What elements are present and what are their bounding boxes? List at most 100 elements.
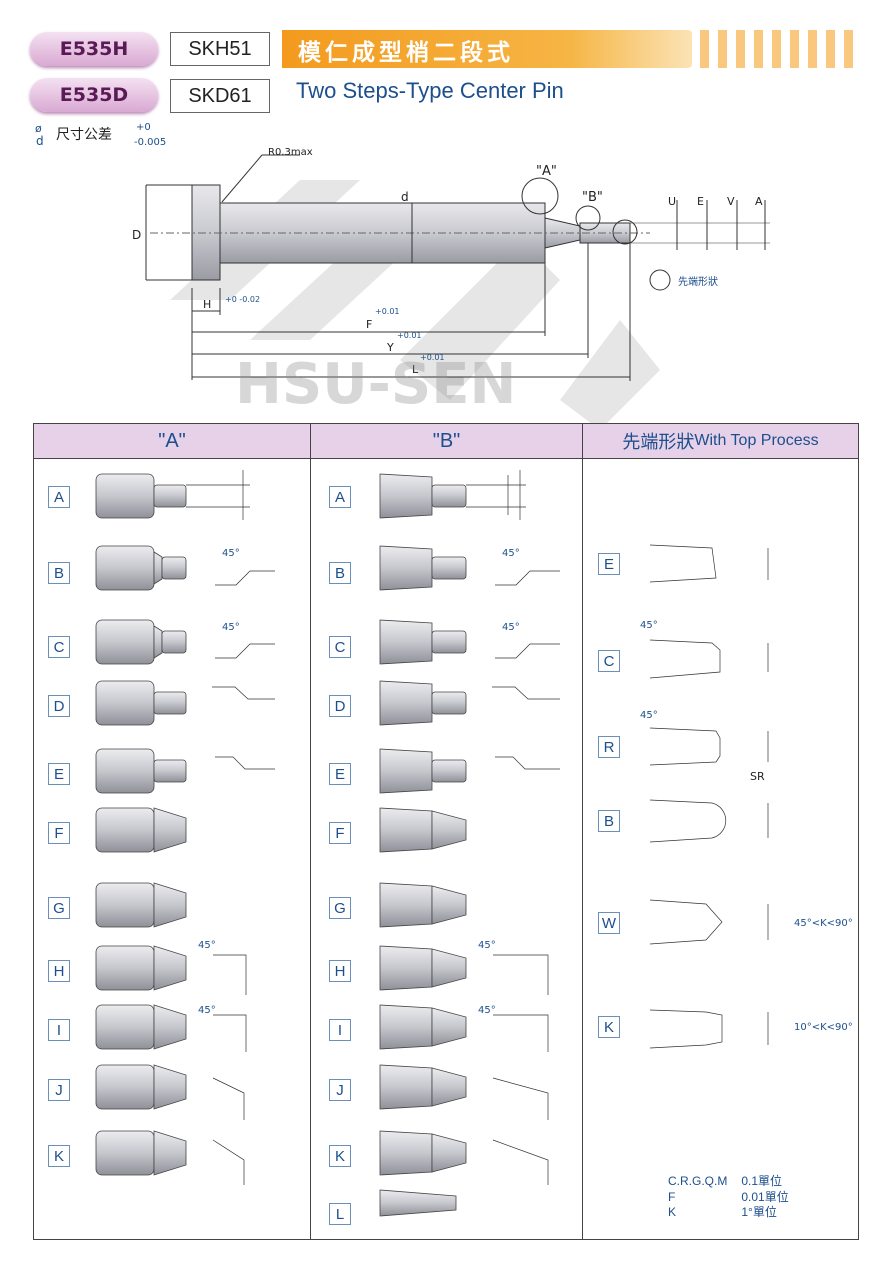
dim-l-tol: +0.01 [420,353,445,362]
row-b-j: J [329,1079,351,1101]
dim-a: A [755,195,763,208]
row-b-g: G [329,897,351,919]
watermark: HSU-SEN [235,352,517,417]
stripe [844,30,853,68]
divider [582,424,583,1239]
row-a-e: E [48,763,70,785]
dim-f: F [366,318,373,331]
dim-e: E [697,195,704,208]
row-a-d: D [48,695,70,717]
row-b-a: A [329,486,351,508]
title-banner [282,30,692,68]
detail-a-label: "A" [536,164,557,179]
tolerance-lower: -0.005 [134,137,167,148]
stripe [736,30,745,68]
dim-h: H [203,298,212,311]
note-row-1: C.R.G.Q.M 0.1單位 [668,1172,782,1189]
title-zh: 模仁成型梢二段式 [298,40,514,66]
angle-a-b: 45° [222,548,240,559]
note-key: K [668,1205,677,1219]
stripe [772,30,781,68]
row-a-h: H [48,960,70,982]
row-a-j: J [48,1079,70,1101]
row-a-i: I [48,1019,70,1041]
dim-f-tol: +0.01 [375,307,400,316]
diameter-symbol: ø [35,122,42,135]
angle-b-c: 45° [502,622,520,633]
code-e535d: E535D [30,78,158,112]
note-row-3: K 1°單位 [668,1203,777,1220]
note-value: 1°單位 [741,1205,777,1219]
row-c-c: C [598,650,620,672]
header-b: "B" [311,424,582,459]
dim-d-minor: d [401,190,409,204]
row-a-g: G [48,897,70,919]
sr-label: SR [750,770,765,783]
row-a-f: F [48,822,70,844]
note-key: C.R.G.Q.M [668,1174,728,1188]
row-a-b: B [48,562,70,584]
note-key: F [668,1190,676,1204]
stripe [754,30,763,68]
row-a-a: A [48,486,70,508]
row-b-c: C [329,636,351,658]
row-c-k: K [598,1016,620,1038]
code-e535h: E535H [30,32,158,66]
k-range: 10°<K<90° [794,1022,853,1033]
row-b-h: H [329,960,351,982]
row-b-k: K [329,1145,351,1167]
angle-a-c: 45° [222,622,240,633]
material-skh51: SKH51 [170,32,270,66]
divider [310,424,311,1239]
w-range: 45°<K<90° [794,918,853,929]
angle-b-i: 45° [478,1005,496,1016]
row-b-f: F [329,822,351,844]
tolerance-label: 尺寸公差 [56,127,112,143]
note-value: 0.01單位 [741,1190,789,1204]
note-value: 0.1單位 [741,1174,783,1188]
main-drawing [145,154,770,425]
row-c-w: W [598,912,620,934]
row-b-b: B [329,562,351,584]
tip-shape-label: 先端形狀 [678,277,718,288]
dim-v: V [727,195,735,208]
dim-y-tol: +0.01 [397,331,422,340]
tolerance-upper: +0 [136,122,151,133]
stripe [826,30,835,68]
row-c-r: R [598,736,620,758]
stripe [808,30,817,68]
row-c-e: E [598,553,620,575]
angle-b-b: 45° [502,548,520,559]
dim-u: U [668,195,677,208]
stripe [790,30,799,68]
dim-h-tol: +0 -0.02 [225,295,261,304]
stripe [718,30,727,68]
note-row-2: F 0.01單位 [668,1188,789,1205]
tolerance-symbol: d [36,134,44,148]
angle-a-i: 45° [198,1005,216,1016]
angle-c-c: 45° [640,620,658,631]
variants-table: "A" "B" 先端形狀 With Top Process [33,423,859,1240]
header-a: "A" [34,424,310,459]
row-b-e: E [329,763,351,785]
row-b-d: D [329,695,351,717]
dim-y: Y [387,341,394,354]
row-c-b: B [598,810,620,832]
row-a-k: K [48,1145,70,1167]
header-tip-en: With Top Process [694,432,819,449]
row-b-l: L [329,1203,351,1225]
stripe [700,30,709,68]
angle-b-h: 45° [478,940,496,951]
angle-a-h: 45° [198,940,216,951]
header-tip: 先端形狀 With Top Process [583,424,858,459]
material-skd61: SKD61 [170,79,270,113]
row-b-i: I [329,1019,351,1041]
header-tip-zh: 先端形狀 [622,432,695,452]
title-en: Two Steps-Type Center Pin [296,78,564,103]
dim-l: L [412,363,419,376]
angle-c-r: 45° [640,710,658,721]
detail-b-label: "B" [582,190,603,205]
row-a-c: C [48,636,70,658]
r-note: R0.3max [268,147,313,158]
